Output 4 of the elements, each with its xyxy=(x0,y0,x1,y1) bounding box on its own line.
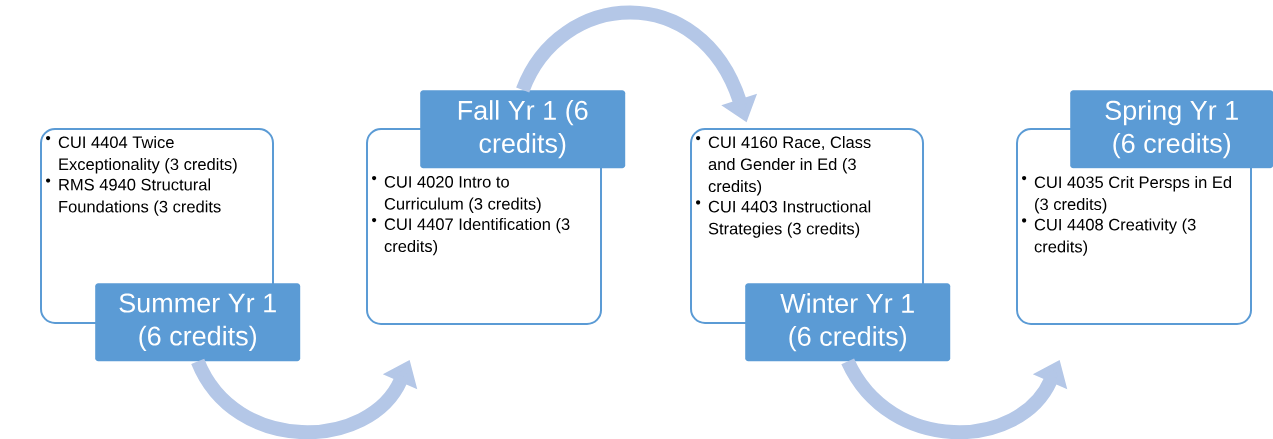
term-box: Fall Yr 1 (6 credits) xyxy=(420,90,626,169)
term-box: Spring Yr 1 (6 credits) xyxy=(1070,90,1273,169)
term-box: Winter Yr 1 (6 credits) xyxy=(745,283,951,362)
term-box: Summer Yr 1 (6 credits) xyxy=(95,283,301,362)
